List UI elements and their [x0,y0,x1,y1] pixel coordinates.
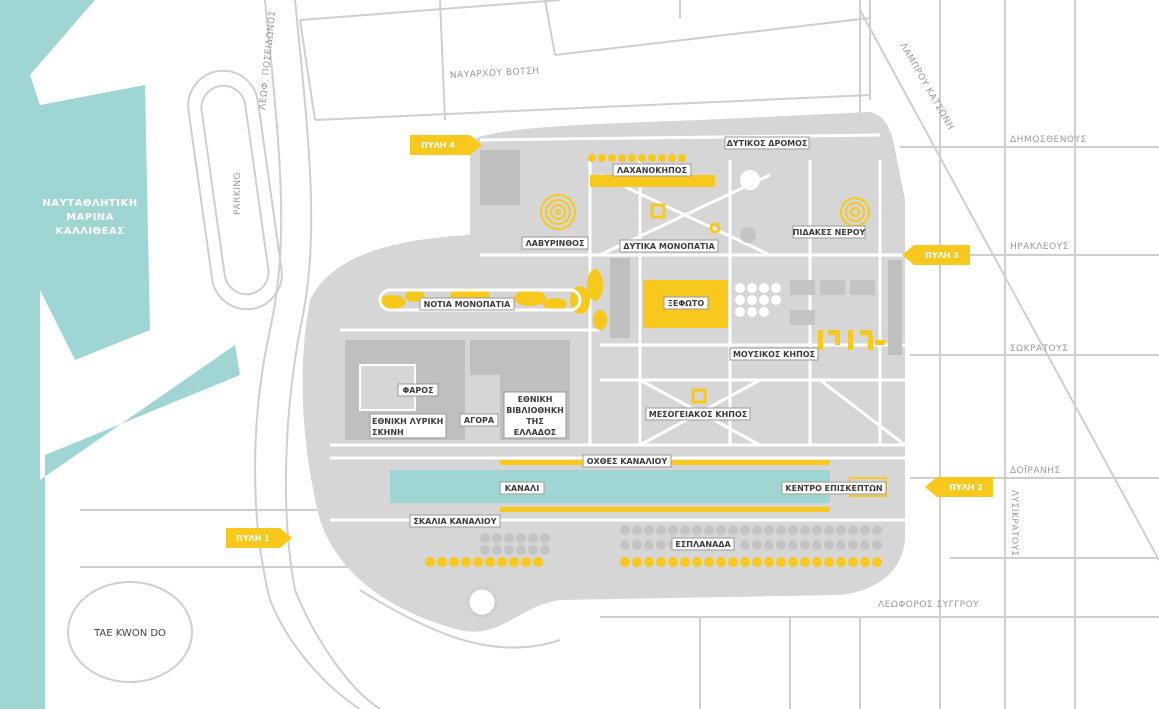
svg-text:ΒΙΒΛΙΟΘΗΚΗ: ΒΙΒΛΙΟΘΗΚΗ [506,406,564,415]
svg-text:ΔΥΤΙΚΑ ΜΟΝΟΠΑΤΙΑ: ΔΥΤΙΚΑ ΜΟΝΟΠΑΤΙΑ [623,242,715,251]
vegetable-garden-dots [588,154,686,162]
label-kentro-episkepton[interactable]: ΚΕΝΤΡΟ ΕΠΙΣΚΕΠΤΩΝ [781,481,887,495]
gate-4[interactable]: ΠΥΛΗ 4 [410,135,482,155]
esplanada-trees [480,525,882,555]
marina-label-line3: ΚΑΛΛΙΘΕΑΣ [55,226,124,237]
label-kanali[interactable]: ΚΑΝΑΛΙ [499,481,545,495]
canal-bank-south [500,507,830,512]
svg-text:ΕΛΛΑΔΟΣ: ΕΛΛΑΔΟΣ [514,428,557,437]
label-faros[interactable]: ΦΑΡΟΣ [397,383,439,397]
taekwondo-stadium [67,581,193,683]
street-irakleous: ΗΡΑΚΛΕΟΥΣ [1010,242,1069,252]
svg-text:ΣΚΗΝΗ: ΣΚΗΝΗ [372,428,404,437]
label-dytikos-dromos[interactable]: ΔΥΤΙΚΟΣ ΔΡΟΜΟΣ [724,136,810,150]
svg-text:ΚΑΝΑΛΙ: ΚΑΝΑΛΙ [505,484,539,493]
marina-label-line2: ΜΑΡΙΝΑ [66,212,114,223]
esplanada-trees-yellow [425,557,882,567]
svg-text:ΝΟΤΙΑ ΜΟΝΟΠΑΤΙΑ: ΝΟΤΙΑ ΜΟΝΟΠΑΤΙΑ [424,300,511,309]
music-garden-shapes [818,330,885,350]
svg-text:ΣΚΑΛΙΑ ΚΑΝΑΛΙΟΥ: ΣΚΑΛΙΑ ΚΑΝΑΛΙΟΥ [413,517,496,526]
street-syngrou: ΛΕΩΦΟΡΟΣ ΣΥΓΓΡΟΥ [878,600,979,610]
svg-text:ΤΗΣ: ΤΗΣ [526,417,544,426]
svg-text:ΕΘΝΙΚΗ ΛΥΡΙΚΗ: ΕΘΝΙΚΗ ΛΥΡΙΚΗ [372,417,443,426]
label-mesogeiakos-kipos[interactable]: ΜΕΣΟΓΕΙΑΚΟΣ ΚΗΠΟΣ [645,407,751,421]
street-lysikratous: ΛΥΣΙΚΡΑΤΟΥΣ [1009,490,1019,557]
svg-text:ΛΑΒΥΡΙΝΘΟΣ: ΛΑΒΥΡΙΝΘΟΣ [526,239,585,248]
labyrinth-icon [540,194,576,230]
svg-text:ΜΕΣΟΓΕΙΑΚΟΣ ΚΗΠΟΣ: ΜΕΣΟΓΕΙΑΚΟΣ ΚΗΠΟΣ [649,410,748,419]
label-xefoto[interactable]: ΞΕΦΩΤΟ [663,296,709,310]
svg-text:ΦΑΡΟΣ: ΦΑΡΟΣ [402,386,433,395]
gate-2[interactable]: ΠΥΛΗ 2 [925,477,993,497]
marina-water [0,0,240,709]
svg-text:ΕΘΝΙΚΗ: ΕΘΝΙΚΗ [518,395,553,404]
canal-water [390,470,830,503]
label-esplanada[interactable]: ΕΣΠΛΑΝΑΔΑ [671,537,735,551]
gate-2-label: ΠΥΛΗ 2 [949,483,983,492]
street-grid-north [299,0,871,121]
marina-label-line1: ΝΑΥΤΑΘΛΗΤΙΚΗ [42,198,137,209]
label-lachanokipos[interactable]: ΛΑΧΑΝΟΚΗΠΟΣ [612,163,692,177]
gate-4-label: ΠΥΛΗ 4 [421,141,455,150]
label-mousikos-kipos[interactable]: ΜΟΥΣΙΚΟΣ ΚΗΠΟΣ [729,347,819,361]
street-sokratous: ΣΩΚΡΑΤΟΥΣ [1010,344,1068,354]
label-notia-monopatia[interactable]: ΝΟΤΙΑ ΜΟΝΟΠΑΤΙΑ [419,297,515,311]
label-lavyrinthos[interactable]: ΛΑΒΥΡΙΝΘΟΣ [521,236,589,250]
street-dimosthenous: ΔΗΜΟΣΘΕΝΟΥΣ [1010,135,1087,145]
label-skalia-kanaliou[interactable]: ΣΚΑΛΙΑ ΚΑΝΑΛΙΟΥ [409,514,501,528]
parking-label: PARKING [233,172,243,215]
street-doiranis: ΔΟΪΡΑΝΗΣ [1010,465,1061,476]
street-navarchou-votsi: ΝΑΥΑΡΧΟΥ ΒΟΤΣΗ [450,66,540,81]
label-ethniki-lyriki[interactable]: ΕΘΝΙΚΗ ΛΥΡΙΚΗ ΣΚΗΝΗ [369,413,447,439]
gate-3[interactable]: ΠΥΛΗ 3 [902,245,970,265]
gate-3-label: ΠΥΛΗ 3 [925,251,959,260]
svg-text:ΛΑΧΑΝΟΚΗΠΟΣ: ΛΑΧΑΝΟΚΗΠΟΣ [617,166,687,175]
gate-1-label: ΠΥΛΗ 1 [236,534,270,543]
label-ochthes-kanaliou[interactable]: ΟΧΘΕΣ ΚΑΝΑΛΙΟΥ [582,454,672,468]
street-poseidonos: ΛΕΩΦ. ΠΟΣΕΙΔΩΝΟΣ [258,10,278,110]
north-building [480,150,520,205]
taekwondo-label: TAE KWON DO [93,628,166,639]
label-dytika-monopatia[interactable]: ΔΥΤΙΚΑ ΜΟΝΟΠΑΤΙΑ [619,239,719,253]
street-lamprou-katsoni: ΛΑΜΠΡΟΥ ΚΑΤΣΩΝΗ [897,42,955,133]
gate-1[interactable]: ΠΥΛΗ 1 [226,528,292,548]
svg-text:ΜΟΥΣΙΚΟΣ ΚΗΠΟΣ: ΜΟΥΣΙΚΟΣ ΚΗΠΟΣ [733,350,815,359]
svg-text:ΚΕΝΤΡΟ ΕΠΙΣΚΕΠΤΩΝ: ΚΕΝΤΡΟ ΕΠΙΣΚΕΠΤΩΝ [785,484,882,493]
label-agora[interactable]: ΑΓΟΡΑ [459,413,499,427]
xefoto-rings [735,283,781,317]
svg-text:ΑΓΟΡΑ: ΑΓΟΡΑ [464,416,495,425]
svg-text:ΟΧΘΕΣ ΚΑΝΑΛΙΟΥ: ΟΧΘΕΣ ΚΑΝΑΛΙΟΥ [587,457,668,466]
svg-text:ΔΥΤΙΚΟΣ ΔΡΟΜΟΣ: ΔΥΤΙΚΟΣ ΔΡΟΜΟΣ [727,139,808,148]
label-pidakes-nerou[interactable]: ΠΙΔΑΚΕΣ ΝΕΡΟΥ [792,225,866,239]
svg-text:ΞΕΦΩΤΟ: ΞΕΦΩΤΟ [668,299,705,308]
vegetable-garden-strip [590,175,715,187]
roundabout [466,586,498,618]
svg-text:ΕΣΠΛΑΝΑΔΑ: ΕΣΠΛΑΝΑΔΑ [675,540,731,549]
svg-text:ΠΙΔΑΚΕΣ ΝΕΡΟΥ: ΠΙΔΑΚΕΣ ΝΕΡΟΥ [793,228,866,237]
label-vivliothiki[interactable]: ΕΘΝΙΚΗ ΒΙΒΛΙΟΘΗΚΗ ΤΗΣ ΕΛΛΑΔΟΣ [503,391,567,439]
